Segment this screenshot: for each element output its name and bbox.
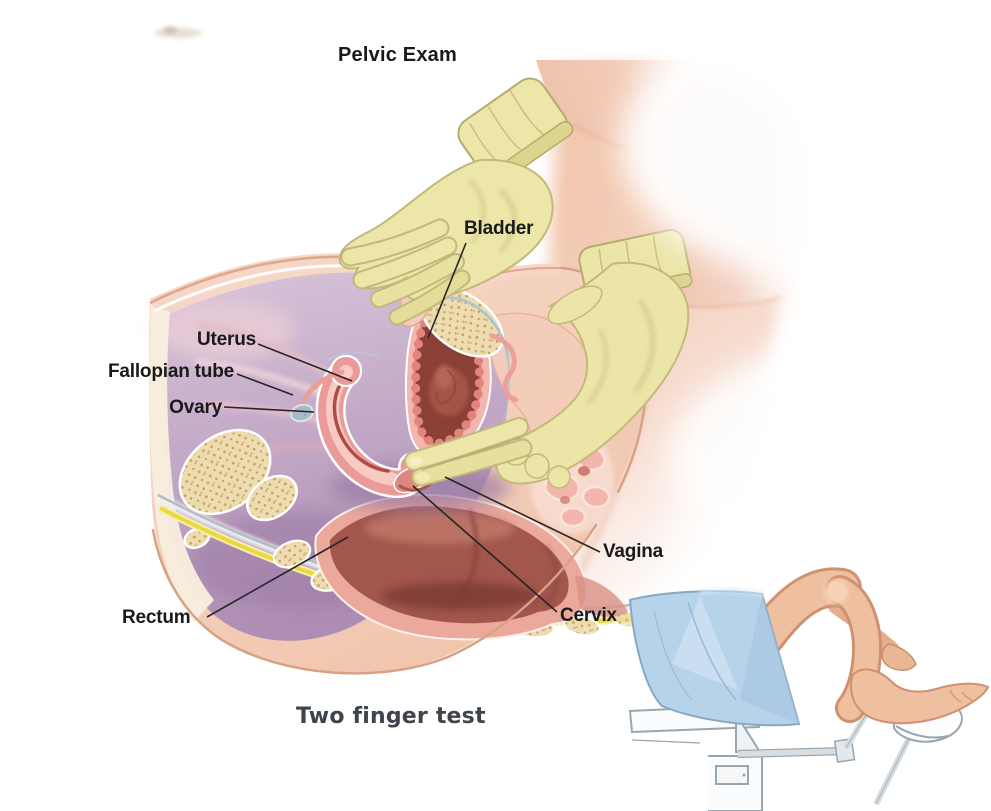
- leader-line-fallopian-tube: [236, 373, 294, 396]
- examiner-top-hand: [338, 60, 700, 326]
- label-vagina: Vagina: [603, 541, 664, 562]
- label-fallopian-tube: Fallopian tube: [108, 361, 234, 382]
- right-glove-thumb: [547, 285, 603, 325]
- smudge-artifact: [154, 26, 202, 38]
- leader-line-vagina: [444, 476, 601, 553]
- leader-line-bladder: [427, 242, 467, 339]
- caption-two-finger-test: Two finger test: [296, 704, 486, 729]
- patient-legs: [746, 567, 990, 739]
- leader-line-rectum: [206, 536, 349, 618]
- leader-lines: [206, 242, 601, 618]
- leader-line-cervix: [412, 485, 558, 613]
- ovary-shape: [290, 403, 314, 423]
- exam-table-inset: [628, 567, 990, 811]
- front-foot: [850, 668, 990, 725]
- top-glove-fingers: [340, 218, 471, 326]
- round-ligament-coil: [489, 333, 519, 403]
- leader-line-ovary: [223, 406, 315, 413]
- top-glove-shading: [468, 178, 517, 254]
- sacrum-bones: [178, 428, 298, 550]
- drape: [628, 587, 801, 727]
- leader-line-uterus: [257, 343, 353, 382]
- back-foot: [881, 643, 917, 671]
- label-bladder: Bladder: [464, 218, 534, 239]
- page-title: Pelvic Exam: [338, 44, 457, 66]
- label-cervix: Cervix: [560, 605, 617, 626]
- right-glove-shading: [586, 298, 656, 406]
- rectum-shape: [314, 494, 628, 641]
- label-ovary: Ovary: [169, 397, 222, 418]
- inserted-fingers: [404, 417, 533, 487]
- label-rectum: Rectum: [122, 607, 191, 628]
- cut-edge: [149, 305, 214, 622]
- label-uterus: Uterus: [197, 329, 256, 350]
- right-glove-hand: [495, 261, 690, 485]
